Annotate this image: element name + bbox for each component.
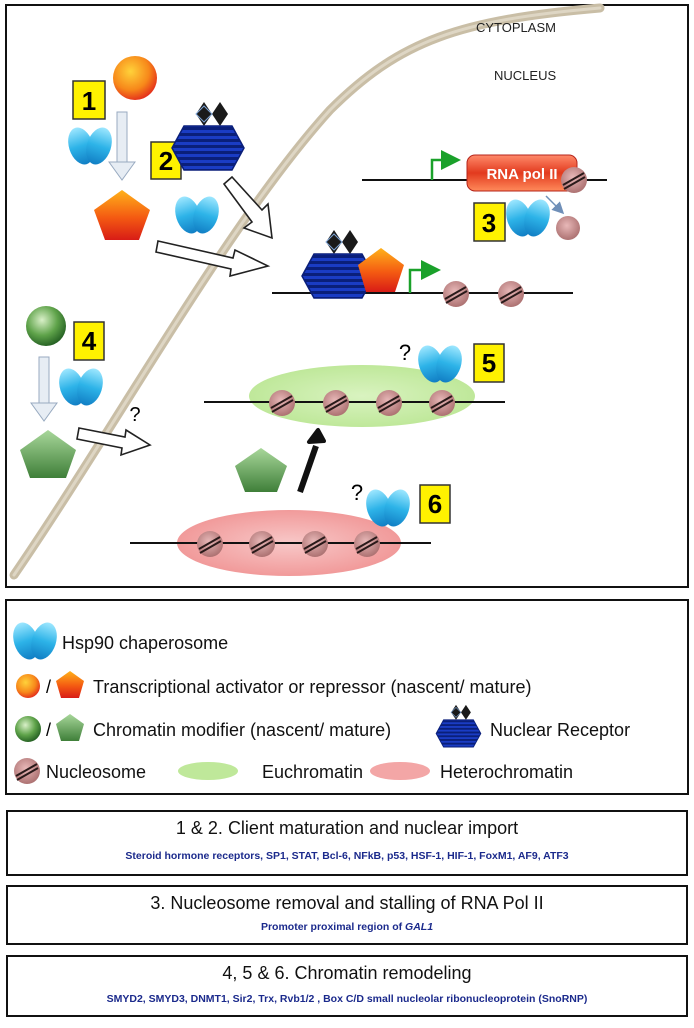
legend-heterochromatin-swatch: [370, 762, 430, 780]
nucleosome-icon: [248, 530, 276, 558]
rna-pol-label: RNA pol II: [486, 166, 557, 183]
step-3-badge: [473, 202, 506, 242]
panel-client-maturation: 1 & 2. Client maturation and nuclear imp…: [6, 810, 688, 876]
legend-slash-1: /: [46, 677, 51, 697]
step-1-badge: [72, 80, 106, 120]
import-arrow-modifier: [76, 427, 152, 457]
maturation-arrow-1: [108, 111, 136, 181]
modifier-in-nucleus-icon: [235, 448, 287, 492]
legend-euchromatin-text: Euchromatin: [262, 762, 363, 782]
question-mark-import: ?: [129, 404, 140, 426]
step-3-label: 3: [482, 208, 496, 238]
step-5-badge: [473, 343, 505, 383]
legend-hsp90-text: Hsp90 chaperosome: [62, 633, 228, 653]
panel-nucleosome-removal: 3. Nucleosome removal and stalling of RN…: [6, 885, 688, 945]
mature-modifier-icon: [20, 430, 76, 478]
panel-2-title: 3. Nucleosome removal and stalling of RN…: [150, 893, 544, 913]
nucleosome-icon: [322, 389, 350, 417]
legend-nuclear-receptor-text: Nuclear Receptor: [490, 720, 630, 740]
step-6-label: 6: [428, 489, 442, 519]
legend-nascent-modifier-icon: [15, 716, 41, 742]
panel-2-genes: Promoter proximal region of: [260, 921, 406, 933]
panel-3-genes: SMYD2, SMYD3, DNMT1, Sir2, Trx, Rvb1/2 ,…: [106, 993, 588, 1005]
legend-chromatin-modifier-text: Chromatin modifier (nascent/ mature): [93, 720, 391, 740]
legend-heterochromatin-text: Heterochromatin: [440, 762, 573, 782]
import-arrow-upper: [222, 175, 273, 240]
mature-activator-icon: [94, 190, 150, 240]
panel-chromatin-remodeling: 4, 5 & 6. Chromatin remodeling SMYD2, SM…: [6, 955, 688, 1017]
nucleosome-icon: [560, 166, 588, 194]
legend-slash-2: /: [46, 720, 51, 740]
panel-2-subtitle: Promoter proximal region of GAL1: [8, 921, 686, 933]
nascent-activator-icon: [113, 56, 157, 100]
remodeling-arrow: [297, 428, 326, 493]
step-6-badge: [419, 484, 451, 524]
tss-arrow-3: [430, 150, 461, 180]
import-arrow-lower: [155, 240, 271, 278]
nucleosome-icon: [268, 389, 296, 417]
step-5-label: 5: [482, 348, 496, 378]
nucleosome-icon: [301, 530, 329, 558]
legend-mature-modifier-icon: [56, 714, 84, 741]
nucleosome-icon: [497, 280, 525, 308]
panel-1-genes: Steroid hormone receptors, SP1, STAT, Bc…: [125, 850, 569, 862]
bound-activator-icon: [358, 248, 404, 292]
euchromatin-region: [249, 365, 475, 427]
nucleosome-icon: [196, 530, 224, 558]
evicted-nucleosome-icon: [556, 216, 580, 240]
panel-3-title: 4, 5 & 6. Chromatin remodeling: [222, 963, 472, 983]
panel-1-subtitle: Steroid hormone receptors, SP1, STAT, Bc…: [8, 850, 686, 862]
legend-nucleosome-text: Nucleosome: [46, 762, 146, 782]
nascent-modifier-icon: [26, 306, 66, 346]
panel-1-title: 1 & 2. Client maturation and nuclear imp…: [175, 818, 519, 838]
step-4-label: 4: [82, 326, 97, 356]
cytoplasm-label: CYTOPLASM: [476, 20, 556, 35]
nucleosome-icon: [428, 389, 456, 417]
legend-panel: [5, 599, 689, 795]
legend-transcription-factor-text: Transcriptional activator or repressor (…: [93, 677, 532, 697]
panel-3-subtitle: SMYD2, SMYD3, DNMT1, Sir2, Trx, Rvb1/2 ,…: [8, 993, 686, 1005]
tss-arrow-activated: [408, 260, 441, 293]
eviction-arrow: [545, 195, 565, 215]
step-4-badge: [73, 321, 105, 361]
panel-2-gene-italic: GAL1: [405, 921, 434, 933]
nucleosome-icon: [353, 530, 381, 558]
legend-mature-activator-icon: [56, 671, 84, 698]
maturation-arrow-4: [30, 356, 58, 422]
nucleosome-icon: [375, 389, 403, 417]
nucleus-label: NUCLEUS: [494, 68, 556, 83]
nucleosome-icon: [442, 280, 470, 308]
step-2-label: 2: [159, 146, 173, 176]
question-mark-6: ?: [351, 480, 363, 505]
question-mark-5: ?: [399, 340, 411, 365]
legend-nascent-activator-icon: [16, 674, 40, 698]
step-1-label: 1: [82, 86, 96, 116]
legend-nucleosome-icon: [13, 757, 41, 785]
legend-euchromatin-swatch: [178, 762, 238, 780]
